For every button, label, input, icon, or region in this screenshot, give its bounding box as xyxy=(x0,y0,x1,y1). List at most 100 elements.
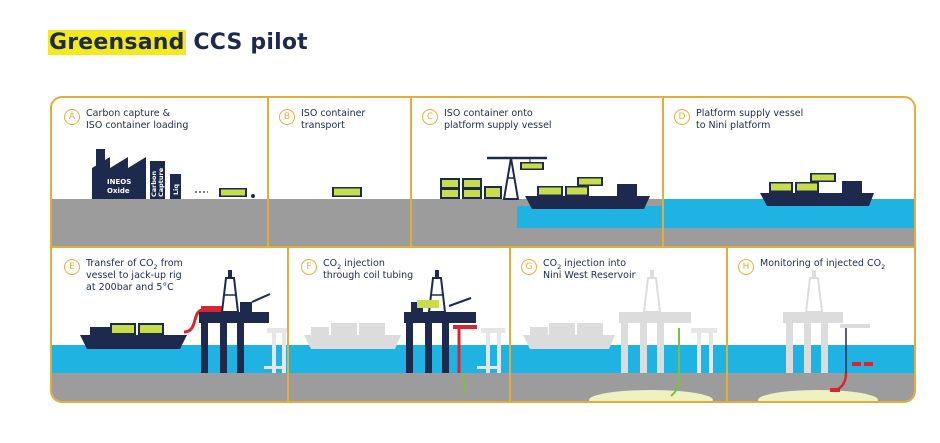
carbon-capture-tower-icon: Carbon Capture xyxy=(150,161,165,199)
supply-vessel-icon xyxy=(760,173,874,206)
badge-c: C xyxy=(422,109,438,125)
page-title: Greensand CCS pilot xyxy=(48,30,308,55)
column-divider xyxy=(726,248,728,401)
jack-up-rig-inactive-icon xyxy=(783,270,843,373)
nini-platform-icon xyxy=(477,328,505,373)
capture-line2: Capture xyxy=(157,167,165,197)
title-rest: CCS pilot xyxy=(185,30,308,55)
panel-c-scene xyxy=(412,156,662,246)
badge-h: H xyxy=(738,259,754,275)
sea xyxy=(517,206,662,228)
seabed xyxy=(664,228,914,246)
panel-d-scene xyxy=(664,173,914,246)
container-stack-icon xyxy=(440,178,502,199)
panel-a-caption: Carbon capture &ISO container loading xyxy=(86,108,188,132)
iso-container-truck-icon xyxy=(332,187,362,197)
caption-line: ISO container onto xyxy=(444,108,533,119)
monitoring-well-icon xyxy=(830,324,873,392)
row-divider xyxy=(52,246,914,248)
column-divider xyxy=(287,248,289,401)
ground xyxy=(269,199,410,246)
column-divider xyxy=(410,98,412,246)
ground xyxy=(52,199,267,246)
caption-line: through coil tubing xyxy=(323,270,414,281)
caption-line: to Nini platform xyxy=(696,120,771,131)
caption-line: Monitoring of injected CO2 xyxy=(760,258,886,271)
panel-g-scene xyxy=(511,270,726,401)
jack-up-rig-icon xyxy=(199,270,271,373)
reservoir-icon xyxy=(758,390,878,401)
caption-line: Platform supply vessel xyxy=(696,108,804,119)
panel-e-scene xyxy=(52,270,287,401)
caption-line: Carbon capture & xyxy=(86,108,171,119)
panel-a-label: A Carbon capture &ISO container loading xyxy=(64,108,188,132)
caption-line: at 200bar and 5°C xyxy=(86,282,174,293)
injection-well-icon xyxy=(670,328,681,397)
process-diagram-frame: INEOS Oxide Carbon Capture Liq A xyxy=(50,96,916,403)
badge-e: E xyxy=(64,259,80,275)
supply-vessel-icon xyxy=(80,323,187,349)
reservoir-icon xyxy=(589,390,713,401)
caption-line: Nini West Reservoir xyxy=(543,270,636,281)
column-divider xyxy=(267,98,269,246)
caption-line: platform supply vessel xyxy=(444,120,552,131)
badge-b: B xyxy=(279,109,295,125)
badge-d: D xyxy=(674,109,690,125)
caption-line: vessel to jack-up rig xyxy=(86,270,182,281)
caption-line: transport xyxy=(301,120,345,131)
column-divider xyxy=(509,248,511,401)
transfer-hose-icon xyxy=(183,306,223,334)
factory-icon: INEOS Oxide xyxy=(92,149,146,199)
liquefaction-unit-icon: Liq xyxy=(170,174,181,199)
panel-a: INEOS Oxide Carbon Capture Liq A xyxy=(52,98,267,246)
vessel-inactive-icon xyxy=(523,323,615,349)
panel-h-scene xyxy=(728,270,914,401)
factory-name-line1: INEOS xyxy=(107,178,131,186)
nini-platform-icon xyxy=(264,328,287,373)
badge-a: A xyxy=(64,109,80,125)
jack-up-rig-inactive-icon xyxy=(619,270,691,373)
panel-h-caption: Monitoring of injected CO2 xyxy=(760,258,885,270)
panel-h-label: H Monitoring of injected CO2 xyxy=(738,258,885,275)
supply-vessel-icon xyxy=(525,177,650,209)
factory-name-line2: Oxide xyxy=(107,187,130,195)
sea xyxy=(511,345,726,373)
capture-line1: Carbon xyxy=(150,171,158,197)
caption-line: ISO container xyxy=(301,108,366,119)
seabed xyxy=(289,373,509,401)
seabed xyxy=(52,373,287,401)
panel-b-scene xyxy=(269,187,410,246)
iso-container-truck-icon xyxy=(219,188,255,198)
badge-g: G xyxy=(521,259,537,275)
sea xyxy=(289,345,509,373)
liq-label: Liq xyxy=(172,184,180,195)
jack-up-rig-icon xyxy=(404,270,476,373)
sea xyxy=(52,345,287,373)
caption-line: CO2 injection into xyxy=(543,258,627,271)
panel-f-scene xyxy=(289,270,509,401)
caption-line: CO2 injection xyxy=(323,258,385,271)
panel-a-scene: INEOS Oxide Carbon Capture Liq xyxy=(52,149,267,246)
caption-line: ISO container loading xyxy=(86,120,189,131)
column-divider xyxy=(662,98,664,246)
caption-line: Transfer of CO2 from xyxy=(86,258,183,271)
vessel-inactive-icon xyxy=(304,323,401,349)
